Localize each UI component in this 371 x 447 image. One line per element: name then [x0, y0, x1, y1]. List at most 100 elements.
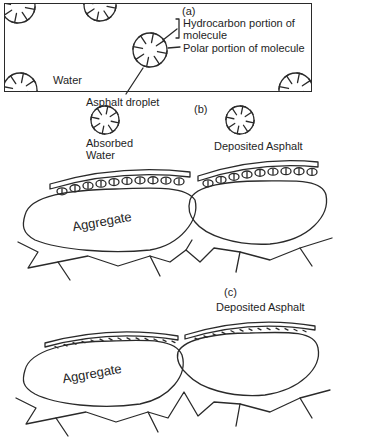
water-trace — [109, 338, 112, 340]
water-film — [74, 186, 75, 191]
water-trace — [303, 330, 306, 332]
polar-head — [12, 22, 17, 24]
polar-head — [240, 105, 245, 107]
deposited-asphalt-film — [45, 332, 178, 347]
asphalt-droplet — [84, 3, 116, 21]
water-trace — [100, 339, 103, 341]
hydrocarbon-tail — [11, 76, 16, 84]
hydrocarbon-tail — [147, 57, 149, 66]
polar-head — [253, 120, 255, 125]
water-film — [174, 178, 184, 185]
aggregate-label: Aggregate — [61, 362, 123, 386]
water-film — [246, 172, 247, 177]
polar-head — [134, 57, 137, 61]
bracket — [176, 19, 179, 38]
underlying-stones — [16, 390, 330, 424]
aggregate-stone — [177, 332, 318, 395]
hydrocarbon-tail — [91, 117, 99, 119]
polar-head — [246, 130, 250, 133]
hydrocarbon-tail — [4, 10, 12, 15]
polar-head — [297, 72, 302, 74]
water-film — [87, 183, 88, 188]
polar-head — [33, 79, 36, 83]
water-film — [165, 178, 166, 183]
callout-label: Hydrocarbon portion of molecule — [183, 17, 301, 41]
hydrocarbon-tail — [107, 6, 116, 8]
water-film — [307, 168, 317, 175]
water-film — [311, 169, 312, 174]
water-film — [259, 170, 260, 175]
hydrocarbon-tail — [4, 87, 13, 89]
callout-label: Polar portion of molecule — [183, 42, 305, 54]
hydrocarbon-tail — [104, 11, 109, 18]
hydrocarbon-tail — [136, 54, 144, 59]
polar-head — [157, 63, 161, 66]
polar-head — [250, 110, 253, 114]
water-film — [70, 185, 80, 192]
polar-head — [225, 115, 227, 120]
polar-head — [9, 74, 13, 77]
hydrocarbon-tail — [93, 123, 99, 127]
water-film — [161, 177, 171, 184]
polar-head — [90, 115, 92, 120]
hydrocarbon-tail — [232, 108, 236, 114]
water-film — [255, 169, 265, 176]
polar-head — [151, 32, 156, 34]
callout-label: Deposited Asphalt — [216, 301, 305, 313]
hydrocarbon-tail — [97, 108, 101, 114]
polar-head — [111, 130, 115, 133]
hydrocarbon-tail — [246, 121, 254, 123]
water-film — [109, 179, 119, 186]
water-trace — [64, 344, 67, 346]
water-trace — [285, 329, 288, 331]
aggregate-stone — [189, 181, 327, 244]
droplet-outline — [133, 33, 167, 67]
hydrocarbon-tail — [110, 112, 116, 116]
droplet-outline — [4, 73, 37, 92]
water-film — [139, 178, 140, 183]
polar-head — [25, 19, 29, 22]
polar-head — [21, 72, 26, 74]
hydrocarbon-tail — [133, 47, 142, 49]
water-trace — [127, 338, 130, 340]
region-label: Water — [53, 73, 82, 87]
water-film — [294, 168, 304, 175]
callout-label: Asphalt droplet — [86, 96, 159, 108]
leader-line — [163, 29, 177, 40]
water-film — [61, 189, 62, 194]
water-film — [233, 174, 234, 179]
hydrocarbon-tail — [245, 112, 251, 116]
water-trace — [55, 346, 58, 348]
water-film — [203, 180, 213, 187]
water-trace — [249, 329, 252, 331]
water-film — [57, 188, 67, 195]
underlying-stones — [18, 238, 332, 268]
water-trace — [82, 341, 85, 343]
hydrocarbon-tail — [298, 73, 300, 82]
water-trace — [204, 336, 207, 338]
hydrocarbon-tail — [157, 52, 166, 54]
water-trace — [240, 330, 243, 332]
water-film — [216, 176, 226, 183]
asphalt-droplet — [4, 73, 37, 92]
water-trace — [267, 328, 270, 330]
water-film — [178, 179, 179, 184]
panel-letter: (b) — [194, 103, 207, 115]
water-trace — [163, 340, 166, 342]
hydrocarbon-tail — [26, 81, 34, 86]
hydrocarbon-tail — [108, 125, 112, 131]
aggregate-label-area: Aggregate — [66, 206, 138, 238]
water-film — [83, 182, 93, 189]
hydrocarbon-tail — [15, 13, 17, 22]
hydrocarbon-tail — [111, 121, 119, 123]
hydrocarbon-tail — [152, 33, 154, 42]
aggregate-label: Aggregate — [71, 210, 133, 234]
water-trace — [213, 334, 216, 336]
droplet-outline — [4, 3, 35, 23]
water-film — [148, 177, 158, 184]
water-trace — [231, 331, 234, 333]
hydrocarbon-tail — [237, 126, 239, 134]
water-trace — [73, 343, 76, 345]
hydrocarbon-tail — [25, 8, 34, 10]
water-trace — [118, 338, 121, 340]
